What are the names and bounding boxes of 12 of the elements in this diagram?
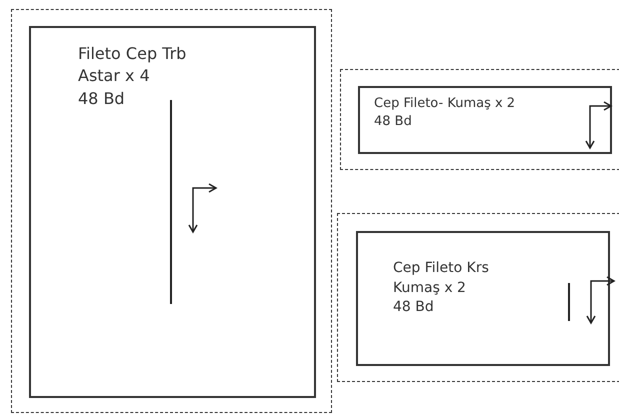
seam-allowance-outline	[340, 69, 619, 170]
pattern-piece	[356, 231, 610, 366]
piece-label: Fileto Cep Trb Astar x 4	[78, 43, 188, 88]
piece-size: 48 Bd	[393, 298, 435, 318]
piece-label: Cep Fileto Krs Kumaş x 2	[393, 259, 490, 298]
pattern-piece	[29, 26, 316, 398]
piece-size: 48 Bd	[78, 88, 126, 110]
piece-size: 48 Bd	[374, 113, 413, 132]
piece-label: Cep Fileto- Kumaş x 2	[374, 95, 516, 113]
seam-allowance-outline	[11, 9, 332, 413]
seam-allowance-outline	[337, 213, 619, 382]
pattern-piece	[358, 86, 612, 154]
